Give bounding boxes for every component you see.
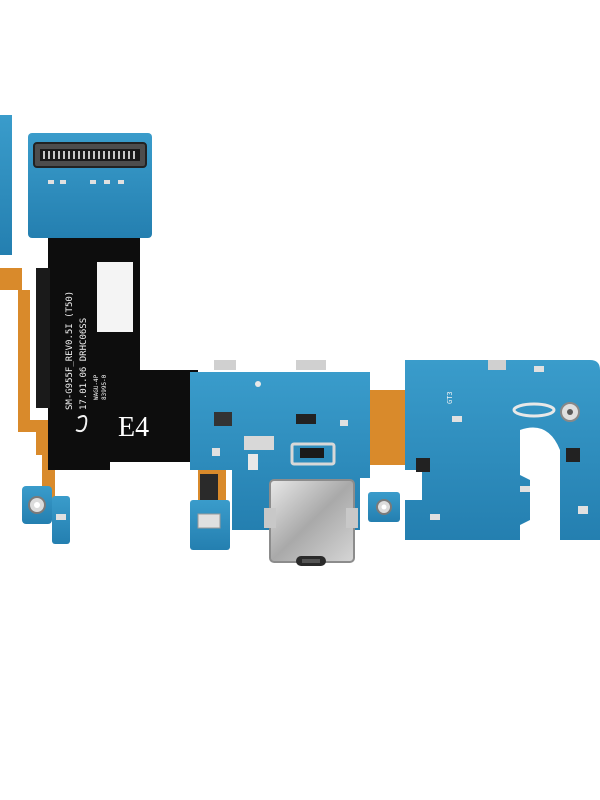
screw-tab (368, 492, 400, 522)
date-code-text: 17.01.06 DRHC06SS (79, 318, 89, 410)
right-antenna-board: GT3 (405, 360, 600, 540)
small-marking-1: WAGU-4P (93, 374, 100, 400)
small-marking-2: 83995-0 (101, 374, 108, 400)
usb-c-port (264, 479, 358, 566)
microphone-tab (190, 474, 230, 550)
board-to-board-connector-board (28, 133, 152, 238)
board-silkscreen: GT3 (446, 391, 454, 404)
e4-marking: E4 (118, 412, 149, 443)
samsung-logo-mark (75, 415, 88, 433)
left-edge-board (0, 115, 12, 255)
microphone-icon (197, 513, 221, 529)
smd-pad (296, 360, 326, 370)
white-label-patch (97, 262, 133, 332)
left-mounting-tab (22, 486, 70, 544)
smd-pad (214, 360, 236, 370)
part-number-text: SM-G955F_REV0.5I (T50) (65, 291, 75, 410)
black-flex-cable: SM-G955F_REV0.5I (T50) 17.01.06 DRHC06SS… (36, 238, 198, 470)
